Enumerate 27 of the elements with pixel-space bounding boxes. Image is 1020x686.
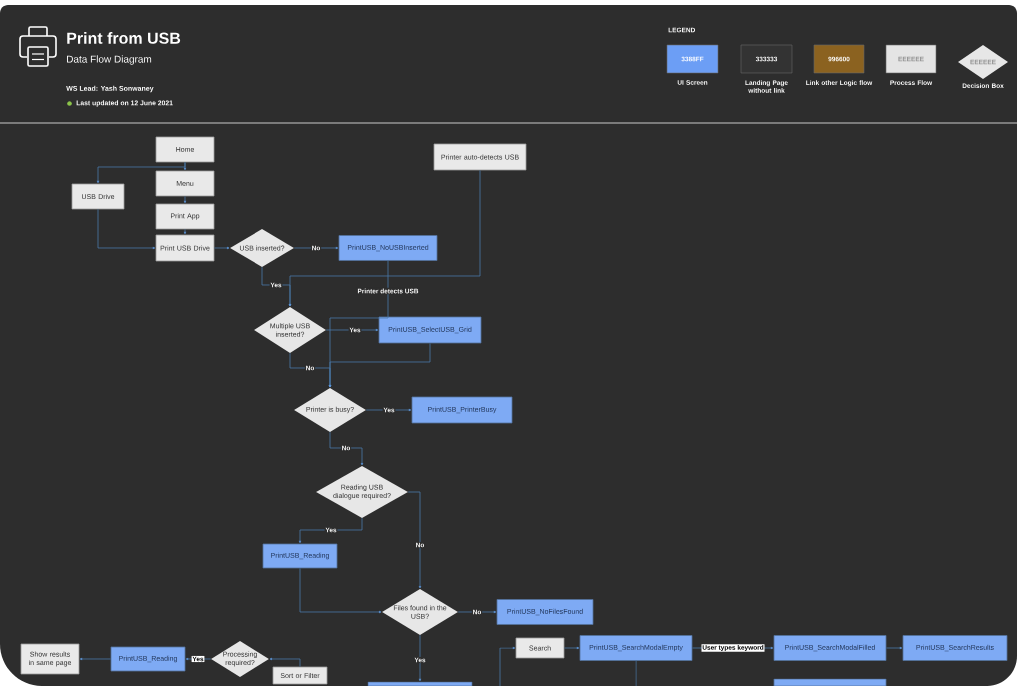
arrow [564, 646, 580, 650]
arrow [457, 610, 497, 614]
arrow [96, 162, 186, 184]
arrow [269, 657, 301, 667]
arrow [185, 657, 212, 661]
arrow [886, 646, 903, 650]
arrow [299, 568, 382, 614]
connector [635, 660, 637, 686]
arrow [183, 229, 187, 235]
arrow [499, 646, 516, 686]
arrow [293, 246, 339, 250]
title: Print from USB [67, 32, 181, 44]
screen-box [367, 681, 473, 686]
arrow [325, 328, 379, 332]
arrow [329, 431, 364, 466]
arrow [183, 196, 187, 204]
arrow [328, 343, 431, 388]
arrow [418, 634, 422, 682]
subtitle: Data Flow Diagram [67, 55, 152, 65]
screen-box [773, 678, 887, 686]
arrow [407, 491, 422, 589]
arrow [298, 517, 363, 544]
arrow [79, 657, 111, 661]
arrow [97, 209, 156, 250]
arrow [214, 246, 230, 250]
arrow [365, 408, 412, 412]
arrow [288, 170, 481, 307]
